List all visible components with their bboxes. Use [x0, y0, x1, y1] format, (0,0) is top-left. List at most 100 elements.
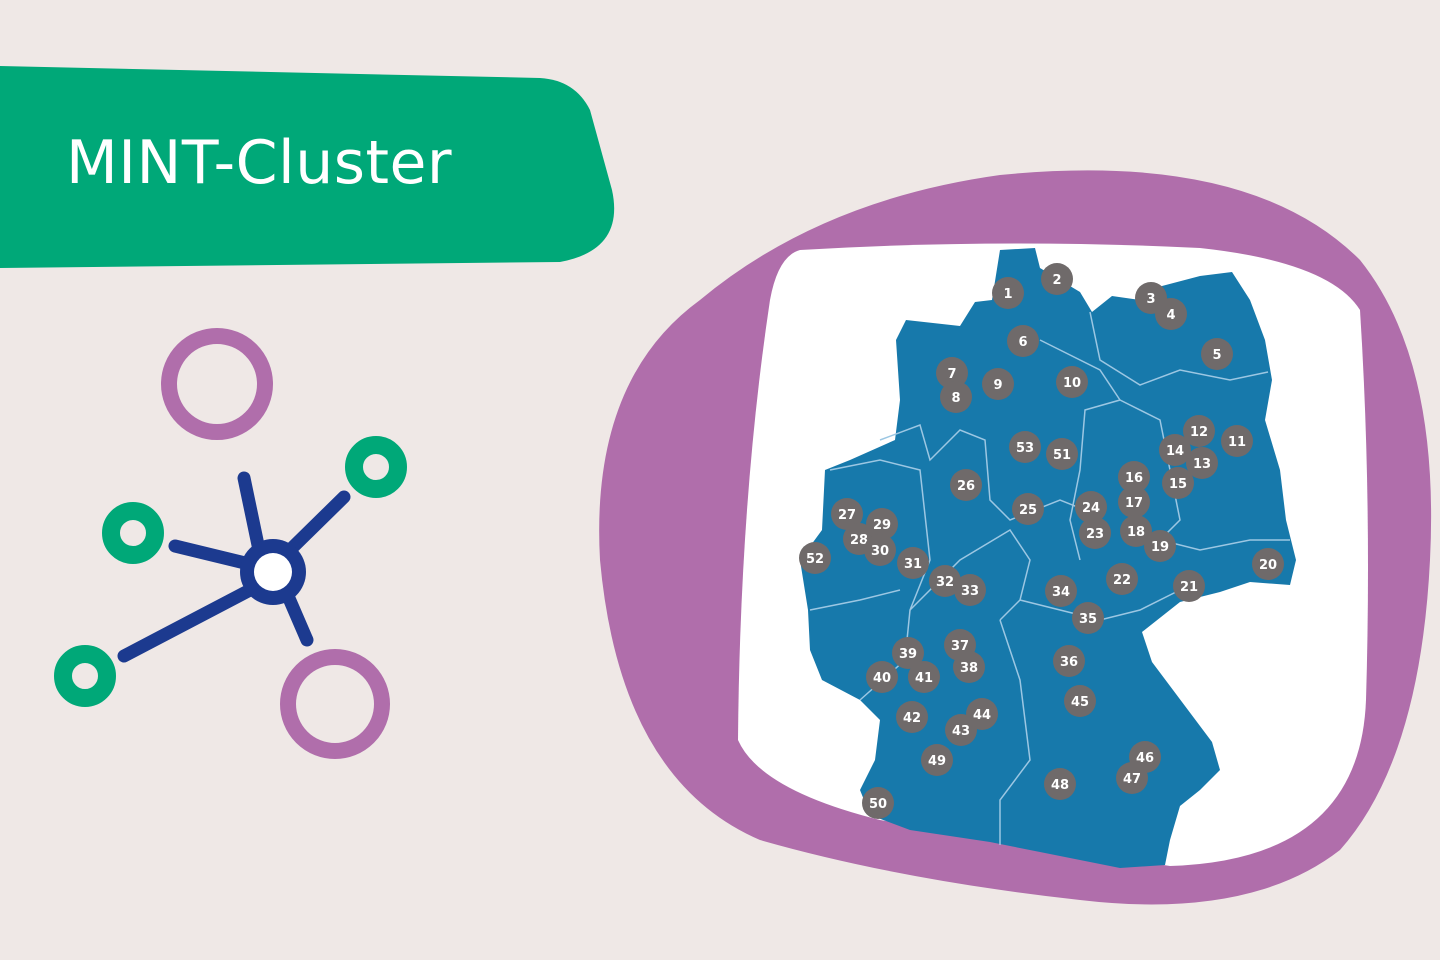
marker-dot: [1186, 447, 1218, 479]
marker-label: 37: [951, 639, 969, 654]
cluster-marker[interactable]: 15: [1162, 467, 1194, 499]
marker-dot: [1116, 762, 1148, 794]
marker-label: 35: [1079, 612, 1097, 627]
marker-label: 40: [873, 671, 891, 686]
marker-label: 19: [1151, 540, 1169, 555]
cluster-marker[interactable]: 25: [1012, 493, 1044, 525]
cluster-marker[interactable]: 29: [866, 508, 898, 540]
cluster-marker[interactable]: 48: [1044, 768, 1076, 800]
network-cluster-icon: [54, 328, 407, 759]
cluster-marker[interactable]: 6: [1007, 325, 1039, 357]
cluster-marker[interactable]: 50: [862, 787, 894, 819]
cluster-marker[interactable]: 23: [1079, 517, 1111, 549]
marker-label: 18: [1127, 525, 1145, 540]
cluster-marker[interactable]: 47: [1116, 762, 1148, 794]
cluster-marker[interactable]: 38: [953, 651, 985, 683]
cluster-marker[interactable]: 44: [966, 698, 998, 730]
marker-label: 14: [1166, 444, 1184, 459]
cluster-marker[interactable]: 22: [1106, 563, 1138, 595]
marker-label: 33: [961, 584, 979, 599]
marker-label: 10: [1063, 376, 1081, 391]
marker-label: 53: [1016, 441, 1034, 456]
cluster-marker[interactable]: 17: [1118, 486, 1150, 518]
marker-dot: [1072, 602, 1104, 634]
marker-dot: [921, 744, 953, 776]
cluster-marker[interactable]: 41: [908, 661, 940, 693]
cluster-marker[interactable]: 52: [799, 542, 831, 574]
marker-dot: [892, 637, 924, 669]
marker-label: 32: [936, 575, 954, 590]
marker-label: 51: [1053, 448, 1071, 463]
marker-dot: [1159, 434, 1191, 466]
page-title: MINT-Cluster: [66, 128, 453, 198]
cluster-marker[interactable]: 34: [1045, 575, 1077, 607]
cluster-marker[interactable]: 13: [1186, 447, 1218, 479]
cluster-marker[interactable]: 35: [1072, 602, 1104, 634]
cluster-marker[interactable]: 40: [866, 661, 898, 693]
cluster-marker[interactable]: 33: [954, 574, 986, 606]
cluster-marker[interactable]: 51: [1046, 438, 1078, 470]
cluster-marker[interactable]: 36: [1053, 645, 1085, 677]
cluster-marker[interactable]: 53: [1009, 431, 1041, 463]
cluster-marker[interactable]: 8: [940, 381, 972, 413]
marker-label: 47: [1123, 772, 1141, 787]
marker-dot: [1053, 645, 1085, 677]
marker-dot: [866, 661, 898, 693]
marker-label: 45: [1071, 695, 1089, 710]
cluster-marker[interactable]: 26: [950, 469, 982, 501]
marker-label: 8: [951, 391, 960, 406]
marker-dot: [1041, 263, 1073, 295]
marker-dot: [950, 469, 982, 501]
cluster-marker[interactable]: 20: [1252, 548, 1284, 580]
marker-dot: [1044, 768, 1076, 800]
marker-label: 25: [1019, 503, 1037, 518]
cluster-marker[interactable]: 24: [1075, 491, 1107, 523]
cluster-marker[interactable]: 39: [892, 637, 924, 669]
cluster-marker[interactable]: 49: [921, 744, 953, 776]
cluster-marker[interactable]: 27: [831, 498, 863, 530]
cluster-marker[interactable]: 11: [1221, 425, 1253, 457]
marker-dot: [897, 547, 929, 579]
marker-dot: [1183, 415, 1215, 447]
marker-label: 30: [871, 544, 889, 559]
marker-label: 41: [915, 671, 933, 686]
marker-dot: [1075, 491, 1107, 523]
cluster-marker[interactable]: 31: [897, 547, 929, 579]
cluster-marker[interactable]: 5: [1201, 338, 1233, 370]
marker-label: 28: [850, 533, 868, 548]
cluster-marker[interactable]: 14: [1159, 434, 1191, 466]
marker-dot: [1064, 685, 1096, 717]
cluster-marker[interactable]: 7: [936, 357, 968, 389]
marker-label: 24: [1082, 501, 1100, 516]
cluster-marker[interactable]: 42: [896, 701, 928, 733]
marker-label: 3: [1146, 292, 1155, 307]
cluster-marker[interactable]: 1: [992, 277, 1024, 309]
marker-label: 13: [1193, 457, 1211, 472]
cluster-marker[interactable]: 16: [1118, 461, 1150, 493]
marker-label: 49: [928, 754, 946, 769]
marker-label: 26: [957, 479, 975, 494]
cluster-marker[interactable]: 19: [1144, 530, 1176, 562]
cluster-marker[interactable]: 32: [929, 565, 961, 597]
marker-label: 27: [838, 508, 856, 523]
cluster-marker[interactable]: 45: [1064, 685, 1096, 717]
marker-label: 48: [1051, 778, 1069, 793]
cluster-marker[interactable]: 4: [1155, 298, 1187, 330]
marker-dot: [982, 368, 1014, 400]
title-banner: [0, 66, 615, 268]
cluster-marker[interactable]: 18: [1120, 515, 1152, 547]
marker-dot: [866, 508, 898, 540]
cluster-marker[interactable]: 21: [1173, 570, 1205, 602]
cluster-marker[interactable]: 12: [1183, 415, 1215, 447]
marker-label: 1: [1003, 287, 1012, 302]
cluster-marker[interactable]: 9: [982, 368, 1014, 400]
marker-dot: [1144, 530, 1176, 562]
marker-dot: [1252, 548, 1284, 580]
marker-label: 15: [1169, 477, 1187, 492]
marker-label: 17: [1125, 496, 1143, 511]
marker-dot: [966, 698, 998, 730]
cluster-marker[interactable]: 2: [1041, 263, 1073, 295]
marker-dot: [940, 381, 972, 413]
cluster-marker[interactable]: 10: [1056, 366, 1088, 398]
cluster-marker[interactable]: 30: [864, 534, 896, 566]
